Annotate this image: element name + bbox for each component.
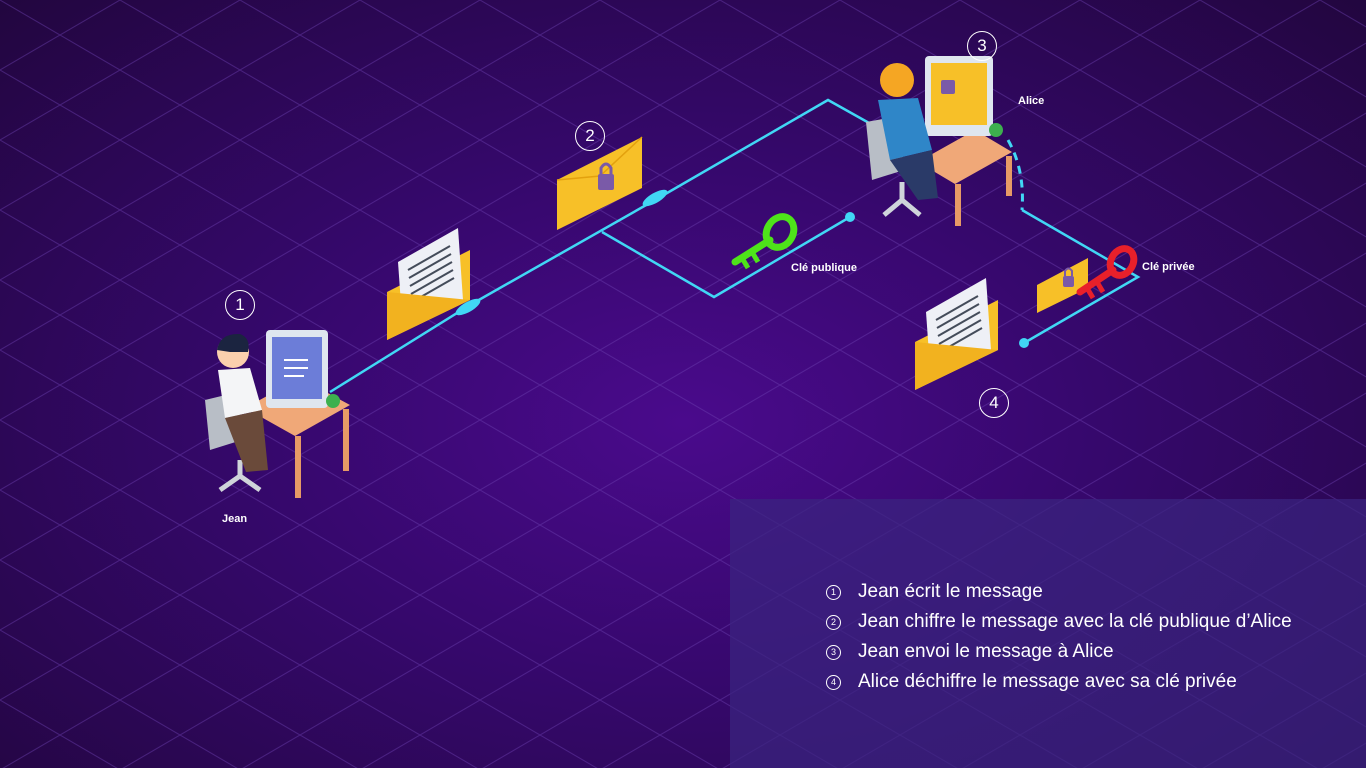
legend-text: Alice déchiffre le message avec sa clé p… [858, 671, 1237, 692]
public-key-line [601, 215, 851, 299]
public-key-icon [731, 213, 798, 270]
step-number-4: 4 [979, 388, 1009, 418]
legend-panel: 1 Jean écrit le message 2 Jean chiffre l… [730, 499, 1366, 768]
legend-text: Jean envoi le message à Alice [858, 641, 1114, 662]
alice-dashed-line [1006, 139, 1024, 211]
travel-marker [642, 189, 668, 207]
legend-item: 1 Jean écrit le message [826, 577, 1292, 607]
padlock-icon [1063, 267, 1074, 287]
alice-workstation [866, 56, 1012, 226]
private-key-icon [1076, 245, 1138, 300]
legend-text: Jean écrit le message [858, 581, 1043, 602]
step-number-1: 1 [225, 290, 255, 320]
private-key-label: Clé privée [1142, 261, 1195, 273]
step-number-2: 2 [575, 121, 605, 151]
private-key-line [1021, 208, 1141, 345]
envelope-icon [387, 228, 470, 340]
line-node [1019, 338, 1029, 348]
locked-envelope-icon [1037, 258, 1088, 313]
line-node [845, 212, 855, 222]
legend-number: 3 [826, 644, 841, 660]
legend-item: 2 Jean chiffre le message avec la clé pu… [826, 607, 1292, 637]
padlock-icon [598, 162, 614, 190]
travel-marker [455, 298, 481, 316]
plant [326, 394, 340, 408]
legend-list: 1 Jean écrit le message 2 Jean chiffre l… [826, 577, 1292, 697]
legend-text: Jean chiffre le message avec la clé publ… [858, 611, 1292, 632]
step-number-3: 3 [967, 31, 997, 61]
alice-label: Alice [1018, 95, 1045, 107]
plant [989, 123, 1003, 137]
legend-number: 1 [826, 584, 841, 600]
alice-body [878, 98, 932, 160]
jean-workstation [205, 330, 350, 498]
jean-label: Jean [222, 513, 248, 525]
legend-number: 4 [826, 674, 841, 690]
envelope-icon [556, 136, 643, 230]
legend-number: 2 [826, 614, 841, 630]
alice-head [880, 63, 914, 97]
legend-item: 4 Alice déchiffre le message avec sa clé… [826, 667, 1292, 697]
envelope-icon [915, 278, 998, 390]
legend-item: 3 Jean envoi le message à Alice [826, 637, 1292, 667]
public-key-label: Clé publique [791, 262, 857, 274]
jean-body [218, 368, 262, 418]
desk [918, 130, 1012, 184]
